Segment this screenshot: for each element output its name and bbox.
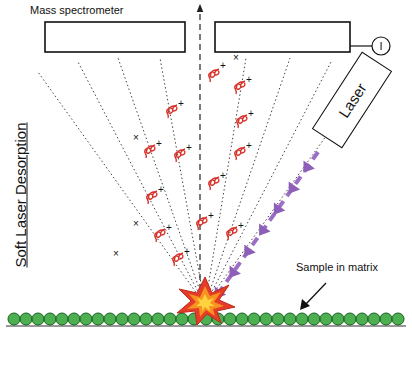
charge-sign: + <box>238 221 244 231</box>
charge-sign: + <box>166 223 172 233</box>
part-label: Mass spectrometer <box>30 5 124 16</box>
charge-sign: + <box>220 171 226 181</box>
detector-circle <box>372 37 390 55</box>
node-text: I <box>379 40 382 52</box>
charge-sign: + <box>156 139 162 149</box>
laser-box: Laser <box>312 52 392 149</box>
charge-sign: + <box>208 211 214 221</box>
spectrometer-plate <box>45 22 185 52</box>
leader-arrowhead <box>300 299 310 310</box>
neutral-mark: × <box>113 249 119 259</box>
explosion <box>177 277 235 325</box>
wire <box>350 45 372 46</box>
charge-sign: + <box>246 141 252 151</box>
charge-sign: + <box>184 247 190 257</box>
neutral-mark: × <box>233 53 239 63</box>
charge-sign: + <box>158 185 164 195</box>
node-text: Laser <box>335 80 370 121</box>
part-label: Sample in matrix <box>296 262 378 273</box>
ion-path-arrow <box>199 8 200 300</box>
charge-sign: + <box>186 143 192 153</box>
charge-sign: + <box>220 61 226 71</box>
neutral-mark: × <box>133 133 139 143</box>
sample-plate <box>6 326 406 327</box>
charge-sign: + <box>248 109 254 119</box>
detector-node: I <box>372 37 390 55</box>
charge-sign: + <box>246 75 252 85</box>
ion-squiggles <box>145 69 247 266</box>
laser-beam <box>209 152 318 303</box>
charge-sign: + <box>178 99 184 109</box>
spectrometer-plate <box>215 22 350 52</box>
title-vertical: Soft Laser Desorption <box>13 122 28 267</box>
leader-arrow <box>306 283 326 304</box>
neutral-mark: × <box>133 219 139 229</box>
